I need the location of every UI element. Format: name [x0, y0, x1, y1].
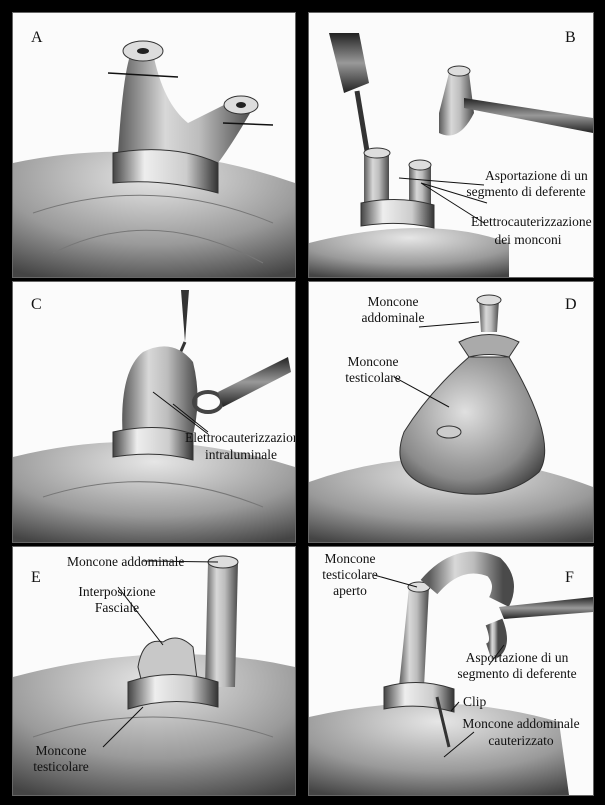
label-monconi: dei monconi	[471, 232, 585, 248]
label-moncone-addominale: Moncone addominale	[67, 554, 184, 570]
label-moncone-addominale: Moncone addominale	[455, 716, 587, 732]
label-moncone: Moncone	[319, 551, 381, 567]
panel-f: F Moncone testicolare aperto Asportazion…	[308, 546, 594, 796]
label-interposizione: Interposizione	[75, 584, 159, 600]
panel-letter: A	[31, 29, 43, 47]
label-asportazione: Asportazione di un	[459, 650, 575, 666]
illustration-d	[309, 282, 593, 542]
label-clip: Clip	[463, 694, 486, 710]
panel-letter: B	[565, 29, 576, 47]
panel-letter: C	[31, 296, 42, 314]
label-fasciale: Fasciale	[75, 600, 159, 616]
label-testicolare: testicolare	[333, 370, 413, 386]
illustration-c	[13, 282, 295, 542]
panel-letter: F	[565, 569, 574, 587]
label-moncone: Moncone	[353, 294, 433, 310]
label-asportazione: Asportazione di un	[485, 168, 585, 184]
label-testicolare: testicolare	[23, 759, 99, 775]
label-testicolare: testicolare	[319, 567, 381, 583]
panel-c: C Elettrocauterizzazione intraluminale	[12, 281, 296, 543]
panel-e: E Moncone addominale Interposizione Fasc…	[12, 546, 296, 796]
label-segmento: segmento di deferente	[465, 184, 587, 200]
label-aperto: aperto	[319, 583, 381, 599]
label-elettrocauterizzazione: Elettrocauterizzazione	[471, 214, 585, 230]
label-segmento: segmento di deferente	[449, 666, 585, 682]
panel-d: D Moncone addominale Moncone testicolare	[308, 281, 594, 543]
label-addominale: addominale	[353, 310, 433, 326]
illustration-a	[13, 13, 295, 277]
label-cauterizzato: cauterizzato	[455, 733, 587, 749]
panel-b: B Asportazione di un segmento di deferen…	[308, 12, 594, 278]
label-moncone: Moncone	[333, 354, 413, 370]
label-moncone: Moncone	[23, 743, 99, 759]
panel-letter: E	[31, 569, 41, 587]
panel-letter: D	[565, 296, 577, 314]
panel-a: A	[12, 12, 296, 278]
label-intraluminale: intraluminale	[185, 447, 296, 463]
label-elettrocauterizzazione: Elettrocauterizzazione	[185, 430, 296, 446]
